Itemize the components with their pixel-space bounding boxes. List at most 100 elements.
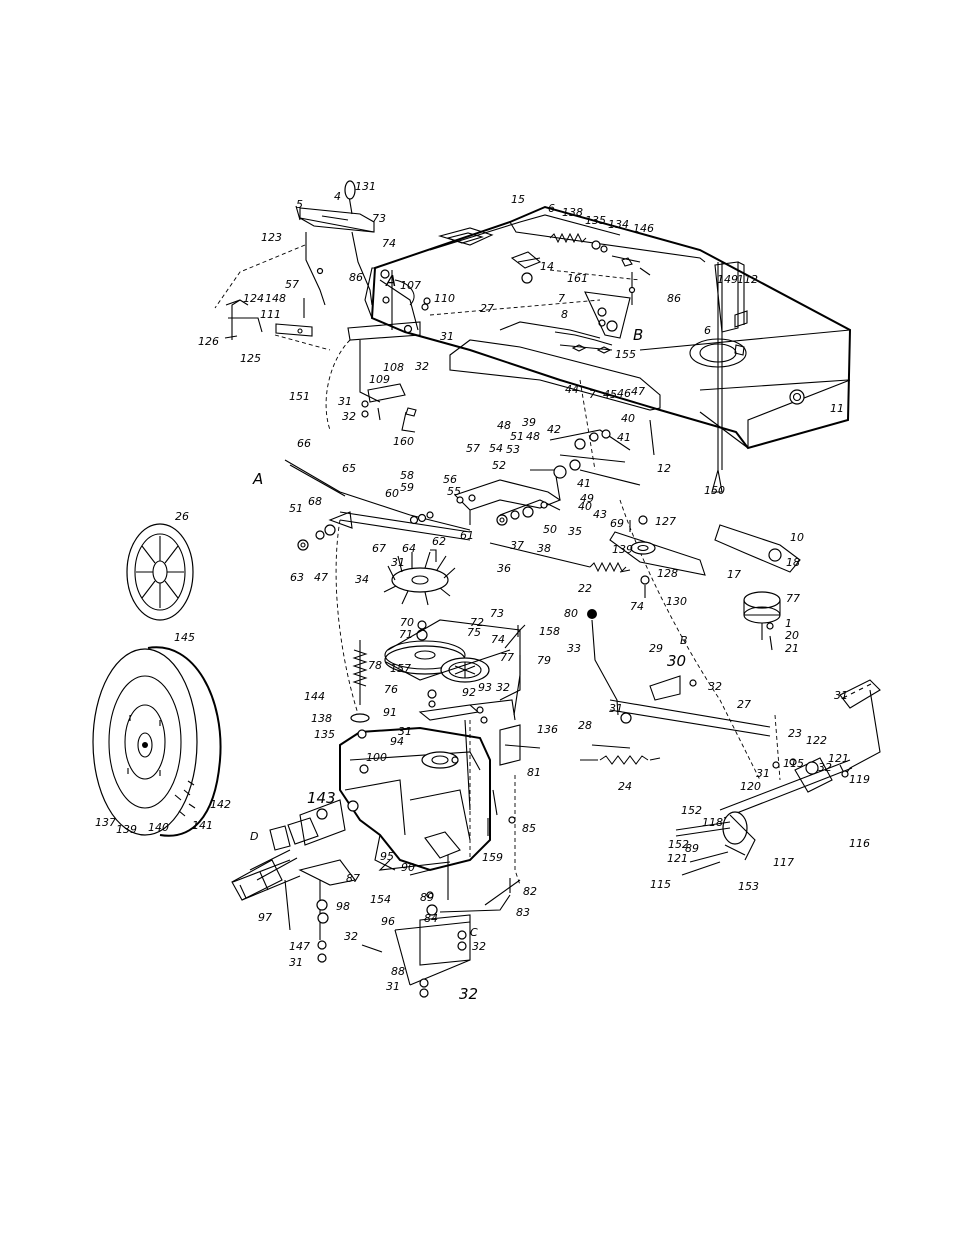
callout-labels: 131 4 5 123 73 74 86 A 107 110 27 57 148… bbox=[95, 180, 870, 1003]
callout-label: 65 bbox=[342, 462, 356, 475]
callout-label: 1 bbox=[785, 617, 792, 630]
callout-label: 69 bbox=[610, 517, 624, 530]
callout-label: 18 bbox=[786, 556, 800, 569]
pedal-shaft bbox=[675, 679, 881, 876]
callout-label: 125 bbox=[240, 352, 261, 365]
callout-label: 86 bbox=[667, 292, 681, 305]
callout-label: 47 bbox=[631, 385, 645, 398]
brake-linkage bbox=[284, 429, 641, 573]
callout-label: 5 bbox=[296, 198, 303, 211]
callout-label: 138 bbox=[311, 712, 332, 725]
callout-label: 4 bbox=[334, 190, 341, 203]
callout-label: 142 bbox=[210, 798, 231, 811]
callout-label: 31 bbox=[386, 980, 400, 993]
callout-label: 54 bbox=[489, 442, 503, 455]
callout-label: 161 bbox=[567, 272, 588, 285]
callout-label: 77 bbox=[786, 592, 800, 605]
callout-label: 31 bbox=[338, 395, 352, 408]
callout-label: 146 bbox=[633, 222, 654, 235]
callout-label: 157 bbox=[390, 662, 411, 675]
callout-label: 46 bbox=[617, 387, 631, 400]
transaxle bbox=[231, 640, 521, 998]
callout-label: 32 bbox=[472, 940, 486, 953]
callout-label: 139 bbox=[116, 823, 137, 836]
callout-label: 64 bbox=[402, 542, 416, 555]
guide-lines bbox=[214, 244, 781, 886]
callout-label: 6 bbox=[548, 202, 555, 215]
callout-label: 41 bbox=[577, 477, 591, 490]
callout-label: 68 bbox=[308, 495, 322, 508]
callout-label: 32 bbox=[708, 680, 722, 693]
callout-label: 40 bbox=[578, 500, 592, 513]
callout-label: 134 bbox=[608, 218, 629, 231]
callout-label: 34 bbox=[355, 573, 369, 586]
callout-label: 82 bbox=[523, 885, 537, 898]
callout-label: 32 bbox=[496, 681, 510, 694]
shift-lever-assembly bbox=[224, 180, 429, 418]
fan-pulley bbox=[383, 551, 541, 811]
callout-label: 148 bbox=[265, 292, 286, 305]
reference-letter: B bbox=[633, 326, 643, 344]
callout-label: 116 bbox=[849, 837, 870, 850]
callout-label: 81 bbox=[527, 766, 541, 779]
callout-label: 43 bbox=[593, 508, 607, 521]
callout-label: 31 bbox=[609, 702, 623, 715]
callout-label: 127 bbox=[655, 515, 676, 528]
callout-label: 27 bbox=[480, 302, 494, 315]
callout-label: C bbox=[470, 926, 478, 939]
callout-label: 84 bbox=[424, 912, 438, 925]
callout-label: 108 bbox=[383, 361, 404, 374]
callout-label: 74 bbox=[382, 237, 396, 250]
callout-label: 140 bbox=[148, 821, 169, 834]
steering-shaft bbox=[649, 262, 723, 493]
callout-label: 11 bbox=[830, 402, 844, 415]
callout-label: 137 bbox=[95, 816, 116, 829]
callout-label: 115 bbox=[783, 757, 804, 770]
callout-label: 17 bbox=[727, 568, 741, 581]
callout-label: 144 bbox=[304, 690, 325, 703]
callout-label: 44 bbox=[565, 383, 579, 396]
callout-label: 59 bbox=[400, 481, 414, 494]
callout-label: 141 bbox=[192, 819, 213, 832]
callout-label: 128 bbox=[657, 567, 678, 580]
callout-label: 77 bbox=[500, 651, 514, 664]
callout-label: 24 bbox=[618, 780, 632, 793]
callout-label: 35 bbox=[568, 525, 582, 538]
callout-label: 50 bbox=[543, 523, 557, 536]
reference-letter: A bbox=[252, 470, 263, 488]
callout-label: 31 bbox=[289, 956, 303, 969]
callout-label: 159 bbox=[482, 851, 503, 864]
callout-label: 15 bbox=[511, 193, 525, 206]
callout-label: 147 bbox=[289, 940, 310, 953]
callout-label: 32 bbox=[415, 360, 429, 373]
wheel-tire bbox=[92, 646, 222, 837]
callout-label: 29 bbox=[649, 642, 663, 655]
callout-label: 73 bbox=[490, 607, 504, 620]
callout-label: 74 bbox=[630, 600, 644, 613]
callout-label: 89 bbox=[420, 891, 434, 904]
callout-label: 14 bbox=[540, 260, 554, 273]
callout-label: 23 bbox=[788, 727, 802, 740]
callout-label: 155 bbox=[615, 348, 636, 361]
callout-label: 51 bbox=[510, 430, 524, 443]
callout-label: 93 bbox=[478, 681, 492, 694]
callout-label: 51 bbox=[289, 502, 303, 515]
callout-label: 158 bbox=[539, 625, 560, 638]
callout-label: D bbox=[250, 830, 258, 843]
callout-label: 47 bbox=[314, 571, 328, 584]
callout-label: 58 bbox=[400, 469, 414, 482]
callout-label: 150 bbox=[704, 484, 725, 497]
callout-label: 98 bbox=[336, 900, 350, 913]
callout-label: 94 bbox=[390, 735, 404, 748]
callout-label: 32 bbox=[344, 930, 358, 943]
callout-label: 126 bbox=[198, 335, 219, 348]
callout-label: 85 bbox=[522, 822, 536, 835]
callout-label: 67 bbox=[372, 542, 386, 555]
callout-label: 56 bbox=[443, 473, 457, 486]
callout-label: 76 bbox=[384, 683, 398, 696]
callout-label: 160 bbox=[393, 435, 414, 448]
callout-label: 70 bbox=[400, 616, 414, 629]
callout-label: 154 bbox=[370, 893, 391, 906]
callout-label: 121 bbox=[667, 852, 688, 865]
